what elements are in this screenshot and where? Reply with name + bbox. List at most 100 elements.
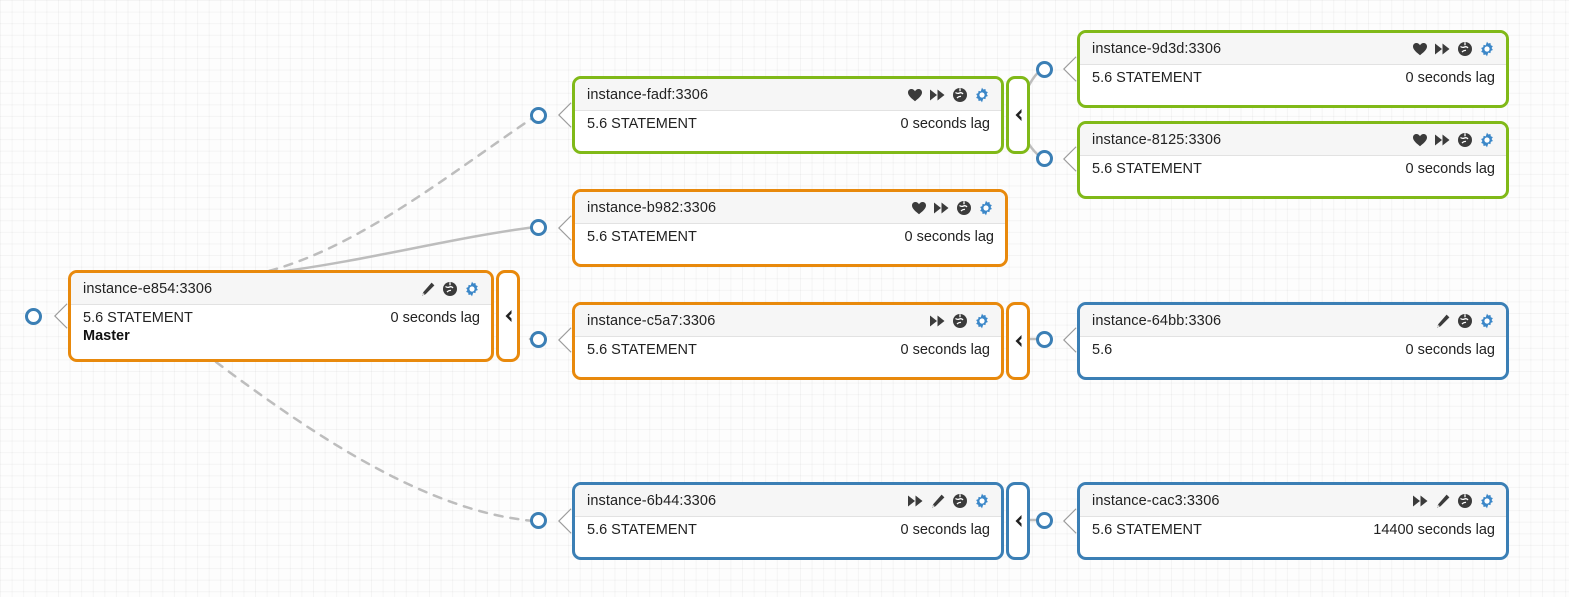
node-6b44-body[interactable]: instance-6b44:3306 <box>572 482 1004 560</box>
gear-icon[interactable] <box>464 281 480 297</box>
node-6b44-lag: 0 seconds lag <box>900 522 990 538</box>
node-b982[interactable]: instance-b982:3306 <box>572 189 1008 267</box>
globe-icon[interactable] <box>956 200 972 216</box>
node-fadf-notch <box>558 102 572 128</box>
node-8125-body[interactable]: instance-8125:3306 <box>1077 121 1509 199</box>
node-6b44-collapse-tab[interactable] <box>1006 482 1030 560</box>
node-b982-version: 5.6 STATEMENT <box>587 229 697 245</box>
fast-forward-icon[interactable] <box>1434 132 1451 148</box>
node-64bb-notch <box>1063 327 1077 353</box>
port-8125-in[interactable] <box>1036 150 1053 167</box>
node-cac3-notch <box>1063 508 1077 534</box>
node-cac3-title: instance-cac3:3306 <box>1092 492 1220 509</box>
node-cac3-header: instance-cac3:3306 <box>1080 485 1506 517</box>
port-9d3d-in[interactable] <box>1036 61 1053 78</box>
port-c5a7-in[interactable] <box>530 331 547 348</box>
gear-icon[interactable] <box>1479 493 1495 509</box>
node-c5a7-title: instance-c5a7:3306 <box>587 312 716 329</box>
globe-icon[interactable] <box>1457 493 1473 509</box>
gear-icon[interactable] <box>974 87 990 103</box>
node-c5a7-icons <box>929 313 990 329</box>
node-b982-body-row: 5.6 STATEMENT 0 seconds lag <box>575 224 1005 257</box>
heart-icon[interactable] <box>1412 41 1428 57</box>
node-64bb-version: 5.6 <box>1092 342 1113 358</box>
node-6b44[interactable]: instance-6b44:3306 <box>572 482 1030 560</box>
fast-forward-icon[interactable] <box>1412 493 1429 509</box>
node-e854[interactable]: instance-e854:3306 5.6 STATEMENT M <box>68 270 520 362</box>
heart-icon[interactable] <box>907 87 923 103</box>
gear-icon[interactable] <box>1479 132 1495 148</box>
node-fadf[interactable]: instance-fadf:3306 <box>572 76 1030 154</box>
node-e854-version: 5.6 STATEMENT <box>83 310 193 326</box>
fast-forward-icon[interactable] <box>933 200 950 216</box>
port-cac3-in[interactable] <box>1036 512 1053 529</box>
node-9d3d-body-row: 5.6 STATEMENT 0 seconds lag <box>1080 65 1506 98</box>
node-64bb-body[interactable]: instance-64bb:3306 5.6 0 se <box>1077 302 1509 380</box>
node-8125[interactable]: instance-8125:3306 <box>1077 121 1509 199</box>
gear-icon[interactable] <box>1479 41 1495 57</box>
node-fadf-body-row: 5.6 STATEMENT 0 seconds lag <box>575 111 1001 144</box>
node-fadf-icons <box>907 87 990 103</box>
pencil-icon[interactable] <box>1435 493 1451 509</box>
port-fadf-in[interactable] <box>530 107 547 124</box>
node-b982-body[interactable]: instance-b982:3306 <box>572 189 1008 267</box>
node-e854-title: instance-e854:3306 <box>83 280 213 297</box>
node-9d3d-lag: 0 seconds lag <box>1405 70 1495 86</box>
node-fadf-version: 5.6 STATEMENT <box>587 116 697 132</box>
node-e854-header: instance-e854:3306 <box>71 273 491 305</box>
node-c5a7-notch <box>558 327 572 353</box>
node-64bb[interactable]: instance-64bb:3306 5.6 0 se <box>1077 302 1509 380</box>
pencil-icon[interactable] <box>420 281 436 297</box>
node-e854-collapse-tab[interactable] <box>496 270 520 362</box>
node-64bb-header: instance-64bb:3306 <box>1080 305 1506 337</box>
node-e854-notch <box>54 303 68 329</box>
port-e854-in[interactable] <box>25 308 42 325</box>
globe-icon[interactable] <box>952 313 968 329</box>
edge-e854-b982 <box>275 225 538 274</box>
node-9d3d-body[interactable]: instance-9d3d:3306 <box>1077 30 1509 108</box>
heart-icon[interactable] <box>911 200 927 216</box>
pencil-icon[interactable] <box>930 493 946 509</box>
globe-icon[interactable] <box>1457 41 1473 57</box>
port-64bb-in[interactable] <box>1036 331 1053 348</box>
fast-forward-icon[interactable] <box>1434 41 1451 57</box>
fast-forward-icon[interactable] <box>907 493 924 509</box>
node-cac3[interactable]: instance-cac3:3306 <box>1077 482 1509 560</box>
node-fadf-body[interactable]: instance-fadf:3306 <box>572 76 1004 154</box>
node-9d3d[interactable]: instance-9d3d:3306 <box>1077 30 1509 108</box>
node-c5a7[interactable]: instance-c5a7:3306 5.6 STATEMENT <box>572 302 1030 380</box>
edge-e854-fadf <box>220 113 539 281</box>
node-6b44-title: instance-6b44:3306 <box>587 492 717 509</box>
gear-icon[interactable] <box>974 313 990 329</box>
node-c5a7-body[interactable]: instance-c5a7:3306 5.6 STATEMENT <box>572 302 1004 380</box>
globe-icon[interactable] <box>952 87 968 103</box>
chevron-left-icon <box>1015 335 1022 347</box>
heart-icon[interactable] <box>1412 132 1428 148</box>
node-c5a7-collapse-tab[interactable] <box>1006 302 1030 380</box>
node-8125-icons <box>1412 132 1495 148</box>
node-8125-notch <box>1063 146 1077 172</box>
port-6b44-in[interactable] <box>530 512 547 529</box>
fast-forward-icon[interactable] <box>929 87 946 103</box>
node-9d3d-header: instance-9d3d:3306 <box>1080 33 1506 65</box>
node-6b44-icons <box>907 493 990 509</box>
gear-icon[interactable] <box>974 493 990 509</box>
pencil-icon[interactable] <box>1435 313 1451 329</box>
node-e854-icons <box>420 281 480 297</box>
node-8125-version: 5.6 STATEMENT <box>1092 161 1202 177</box>
node-fadf-collapse-tab[interactable] <box>1006 76 1030 154</box>
port-b982-in[interactable] <box>530 219 547 236</box>
globe-icon[interactable] <box>952 493 968 509</box>
gear-icon[interactable] <box>978 200 994 216</box>
chevron-left-icon <box>505 310 512 322</box>
globe-icon[interactable] <box>442 281 458 297</box>
chevron-left-icon <box>1015 515 1022 527</box>
node-e854-body[interactable]: instance-e854:3306 5.6 STATEMENT M <box>68 270 494 362</box>
globe-icon[interactable] <box>1457 132 1473 148</box>
node-9d3d-version: 5.6 STATEMENT <box>1092 70 1202 86</box>
node-64bb-lag: 0 seconds lag <box>1405 342 1495 358</box>
gear-icon[interactable] <box>1479 313 1495 329</box>
node-cac3-body[interactable]: instance-cac3:3306 <box>1077 482 1509 560</box>
fast-forward-icon[interactable] <box>929 313 946 329</box>
globe-icon[interactable] <box>1457 313 1473 329</box>
